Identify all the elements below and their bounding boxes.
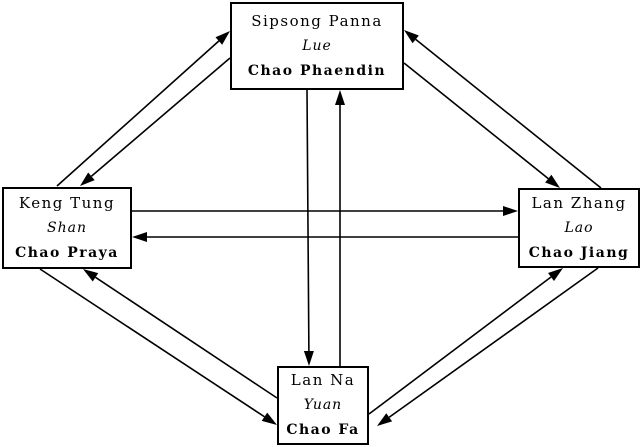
node-people: Lue [302, 37, 332, 54]
node-people: Yuan [303, 397, 343, 413]
arrowhead [545, 174, 560, 188]
node-lan-zhang: Lan Zhang Lao Chao Jiang [518, 188, 640, 268]
node-ruler: Chao Phaendin [247, 62, 387, 79]
edge-keng-tung-to-lan-na [39, 268, 277, 425]
node-people: Lao [564, 219, 594, 236]
edge-line [95, 276, 278, 399]
edge-sipsong-panna-to-lan-zhang [403, 62, 560, 188]
arrowhead [377, 413, 393, 426]
edge-line [415, 38, 602, 189]
edge-sipsong-panna-to-keng-tung [80, 57, 231, 186]
edge-lan-zhang-to-sipsong-panna [404, 30, 602, 189]
arrowhead [303, 350, 314, 366]
node-keng-tung: Keng Tung Shan Chao Praya [2, 187, 132, 269]
edge-line [90, 57, 231, 177]
arrowhead [503, 206, 518, 216]
node-ruler: Chao Praya [15, 244, 119, 261]
node-ruler: Chao Jiang [528, 244, 630, 261]
edge-line [388, 267, 599, 418]
arrowhead [548, 268, 563, 282]
edge-line [306, 89, 310, 352]
edge-lan-na-to-keng-tung [83, 269, 278, 399]
edge-keng-tung-to-sipsong-panna [56, 31, 230, 187]
edge-line [39, 268, 265, 418]
node-sipsong-panna: Sipsong Panna Lue Chao Phaendin [230, 2, 404, 90]
edge-lan-zhang-to-keng-tung [132, 232, 518, 242]
node-name: Keng Tung [18, 193, 116, 212]
edge-lan-na-to-sipsong-panna [335, 90, 345, 366]
arrowhead [132, 232, 147, 242]
edge-lan-zhang-to-lan-na [377, 267, 599, 426]
arrowhead [335, 90, 345, 105]
edge-sipsong-panna-to-lan-na [303, 89, 314, 366]
node-name: Lan Na [290, 371, 356, 389]
edge-keng-tung-to-lan-zhang [132, 206, 518, 216]
arrowhead [215, 31, 230, 45]
node-ruler: Chao Fa [286, 422, 360, 438]
arrowhead [80, 172, 95, 186]
arrowhead [261, 412, 277, 425]
edge-lan-na-to-lan-zhang [368, 268, 563, 415]
edge-line [403, 62, 549, 180]
edge-line [368, 276, 552, 415]
node-name: Sipsong Panna [251, 11, 383, 30]
arrowhead [83, 269, 99, 282]
edge-line [56, 40, 220, 187]
node-lan-na: Lan Na Yuan Chao Fa [277, 366, 369, 445]
node-people: Shan [47, 219, 87, 236]
arrowhead [404, 30, 419, 44]
node-name: Lan Zhang [531, 193, 627, 212]
